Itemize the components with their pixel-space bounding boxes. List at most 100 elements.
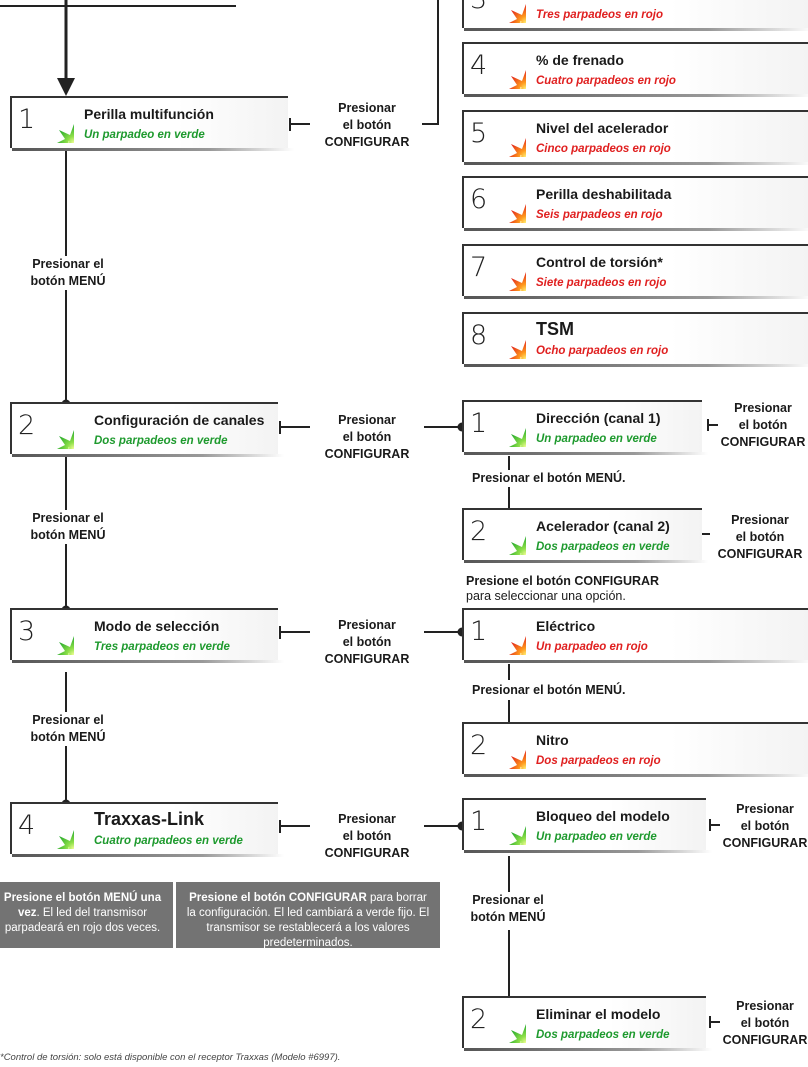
box-subtitle: Seis parpadeos en rojo bbox=[536, 209, 663, 221]
menu-box-traxxas-link: 4 Traxxas-Link Cuatro parpadeos en verde bbox=[10, 802, 284, 857]
box-subtitle: Un parpadeo en verde bbox=[536, 831, 657, 843]
step-number: 2 bbox=[18, 410, 36, 441]
menu-box-electric: 1 Eléctrico Un parpadeo en rojo bbox=[462, 608, 808, 663]
box-subtitle: Tres parpadeos en rojo bbox=[536, 9, 663, 21]
box-title: Perilla multifunción bbox=[84, 106, 214, 122]
step-number: 5 bbox=[470, 118, 488, 149]
menu-box-delete-model: 2 Eliminar el modelo Dos parpadeos en ve… bbox=[462, 996, 712, 1051]
menu-box-nitro: 2 Nitro Dos parpadeos en rojo bbox=[462, 722, 808, 777]
box-subtitle: Tres parpadeos en verde bbox=[94, 641, 230, 653]
menu-box-multifunction-knob: 1 Perilla multifunción Un parpadeo en ve… bbox=[10, 96, 294, 151]
red-led-icon bbox=[486, 0, 526, 23]
step-number: 1 bbox=[18, 104, 36, 135]
green-led-icon bbox=[34, 809, 74, 849]
menu-box-steering-ch1: 1 Dirección (canal 1) Un parpadeo en ver… bbox=[462, 400, 708, 455]
red-led-icon bbox=[486, 183, 526, 223]
note-menu-once: Presione el botón MENÚ una vez. El led d… bbox=[0, 882, 173, 948]
menu-box-throttle-level: 5 Nivel del acelerador Cinco parpadeos e… bbox=[462, 110, 808, 165]
red-led-icon bbox=[486, 117, 526, 157]
green-led-icon bbox=[34, 103, 74, 143]
step-number: 8 bbox=[470, 320, 488, 351]
label-press-menu-mode: Presionar el botón MENÚ. bbox=[472, 683, 626, 697]
step-number: 2 bbox=[470, 516, 488, 547]
box-subtitle: Un parpadeo en verde bbox=[536, 433, 657, 445]
box-title: Eliminar el modelo bbox=[536, 1006, 661, 1022]
box-title: TSM bbox=[536, 319, 574, 339]
box-subtitle: Dos parpadeos en rojo bbox=[536, 755, 661, 767]
label-press-config-delete: Presionar el botón CONFIGURAR bbox=[722, 998, 808, 1049]
green-led-icon bbox=[34, 409, 74, 449]
label-press-config-3: Presionar el botón CONFIGURAR bbox=[310, 617, 424, 668]
green-led-icon bbox=[486, 515, 526, 555]
box-title: Eléctrico bbox=[536, 618, 596, 634]
step-number: 3 bbox=[18, 616, 36, 647]
label-press-menu-3: Presionar el botón MENÚ bbox=[16, 712, 120, 746]
menu-box-mode-select: 3 Modo de selección Tres parpadeos en ve… bbox=[10, 608, 284, 663]
label-select-option-rest: para seleccionar una opción. bbox=[466, 589, 626, 603]
step-number: 3 bbox=[470, 0, 487, 14]
red-led-icon bbox=[486, 615, 526, 655]
step-number: 4 bbox=[470, 50, 488, 81]
box-title: Perilla deshabilitada bbox=[536, 186, 672, 202]
green-led-icon bbox=[486, 407, 526, 447]
red-led-icon bbox=[486, 251, 526, 291]
box-title: Configuración de canales bbox=[94, 412, 265, 428]
step-number: 2 bbox=[470, 1004, 488, 1035]
footnote: *Control de torsión: solo está disponibl… bbox=[0, 1052, 341, 1063]
green-led-icon bbox=[486, 1003, 526, 1043]
box-subtitle: Un parpadeo en rojo bbox=[536, 641, 648, 653]
label-press-menu-link: Presionar el botón MENÚ bbox=[462, 892, 554, 926]
step-number: 2 bbox=[470, 730, 488, 761]
box-subtitle: Dos parpadeos en verde bbox=[536, 541, 670, 553]
note-menu-bold: Presione el botón MENÚ una vez bbox=[3, 892, 162, 919]
note-config-bold: Presione el botón CONFIGURAR bbox=[189, 892, 367, 904]
step-number: 4 bbox=[18, 810, 36, 841]
label-press-config-ch2: Presionar el botón CONFIGURAR bbox=[712, 512, 808, 563]
box-subtitle: Cuatro parpadeos en rojo bbox=[536, 75, 676, 87]
label-press-menu-1: Presionar el botón MENÚ bbox=[16, 256, 120, 290]
menu-box-red-3: 3 Tres parpadeos en rojo bbox=[462, 0, 808, 31]
menu-box-model-lock: 1 Bloqueo del modelo Un parpadeo en verd… bbox=[462, 798, 712, 853]
red-led-icon bbox=[486, 319, 526, 359]
box-title: Dirección (canal 1) bbox=[536, 410, 661, 426]
red-led-icon bbox=[486, 49, 526, 89]
box-subtitle: Dos parpadeos en verde bbox=[536, 1029, 670, 1041]
label-press-menu-2: Presionar el botón MENÚ bbox=[18, 510, 118, 544]
label-press-config-2: Presionar el botón CONFIGURAR bbox=[310, 412, 424, 463]
green-led-icon bbox=[486, 805, 526, 845]
step-number: 1 bbox=[470, 806, 488, 837]
note-config-reset: Presione el botón CONFIGURAR para borrar… bbox=[176, 882, 440, 949]
menu-box-tsm: 8 TSM Ocho parpadeos en rojo bbox=[462, 312, 808, 367]
label-press-config-1: Presionar el botón CONFIGURAR bbox=[312, 100, 422, 151]
box-title: Modo de selección bbox=[94, 618, 220, 634]
green-led-icon bbox=[34, 615, 74, 655]
label-press-config-lock: Presionar el botón CONFIGURAR bbox=[722, 801, 808, 852]
label-press-config-ch1: Presionar el botón CONFIGURAR bbox=[718, 400, 808, 451]
box-title: Traxxas-Link bbox=[94, 809, 205, 829]
box-subtitle: Dos parpadeos en verde bbox=[94, 435, 228, 447]
box-title: Nitro bbox=[536, 732, 569, 748]
menu-box-channel-config: 2 Configuración de canales Dos parpadeos… bbox=[10, 402, 284, 457]
menu-box-brake-percent: 4 % de frenado Cuatro parpadeos en rojo bbox=[462, 42, 808, 97]
box-subtitle: Un parpadeo en verde bbox=[84, 129, 205, 141]
box-subtitle: Cuatro parpadeos en verde bbox=[94, 835, 243, 847]
label-press-config-4: Presionar el botón CONFIGURAR bbox=[310, 811, 424, 862]
label-select-option: Presione el botón CONFIGURAR para selecc… bbox=[466, 574, 659, 604]
box-subtitle: Cinco parpadeos en rojo bbox=[536, 143, 671, 155]
label-select-option-bold: Presione el botón CONFIGURAR bbox=[466, 574, 660, 588]
box-title: Acelerador (canal 2) bbox=[536, 518, 670, 534]
step-number: 6 bbox=[470, 184, 488, 215]
note-config-rest: para borrar la configuración. El led cam… bbox=[186, 892, 430, 949]
box-subtitle: Ocho parpadeos en rojo bbox=[536, 345, 669, 357]
menu-box-knob-disabled: 6 Perilla deshabilitada Seis parpadeos e… bbox=[462, 176, 808, 231]
note-menu-rest: . El led del transmisor parpadeará en ro… bbox=[4, 907, 161, 934]
box-title: % de frenado bbox=[536, 52, 624, 68]
menu-box-throttle-ch2: 2 Acelerador (canal 2) Dos parpadeos en … bbox=[462, 508, 708, 563]
box-title: Control de torsión* bbox=[536, 254, 663, 270]
red-led-icon bbox=[486, 729, 526, 769]
label-press-menu-ch: Presionar el botón MENÚ. bbox=[472, 471, 626, 485]
box-subtitle: Siete parpadeos en rojo bbox=[536, 277, 667, 289]
step-number: 1 bbox=[470, 616, 488, 647]
menu-box-torque-control: 7 Control de torsión* Siete parpadeos en… bbox=[462, 244, 808, 299]
box-title: Bloqueo del modelo bbox=[536, 808, 670, 824]
